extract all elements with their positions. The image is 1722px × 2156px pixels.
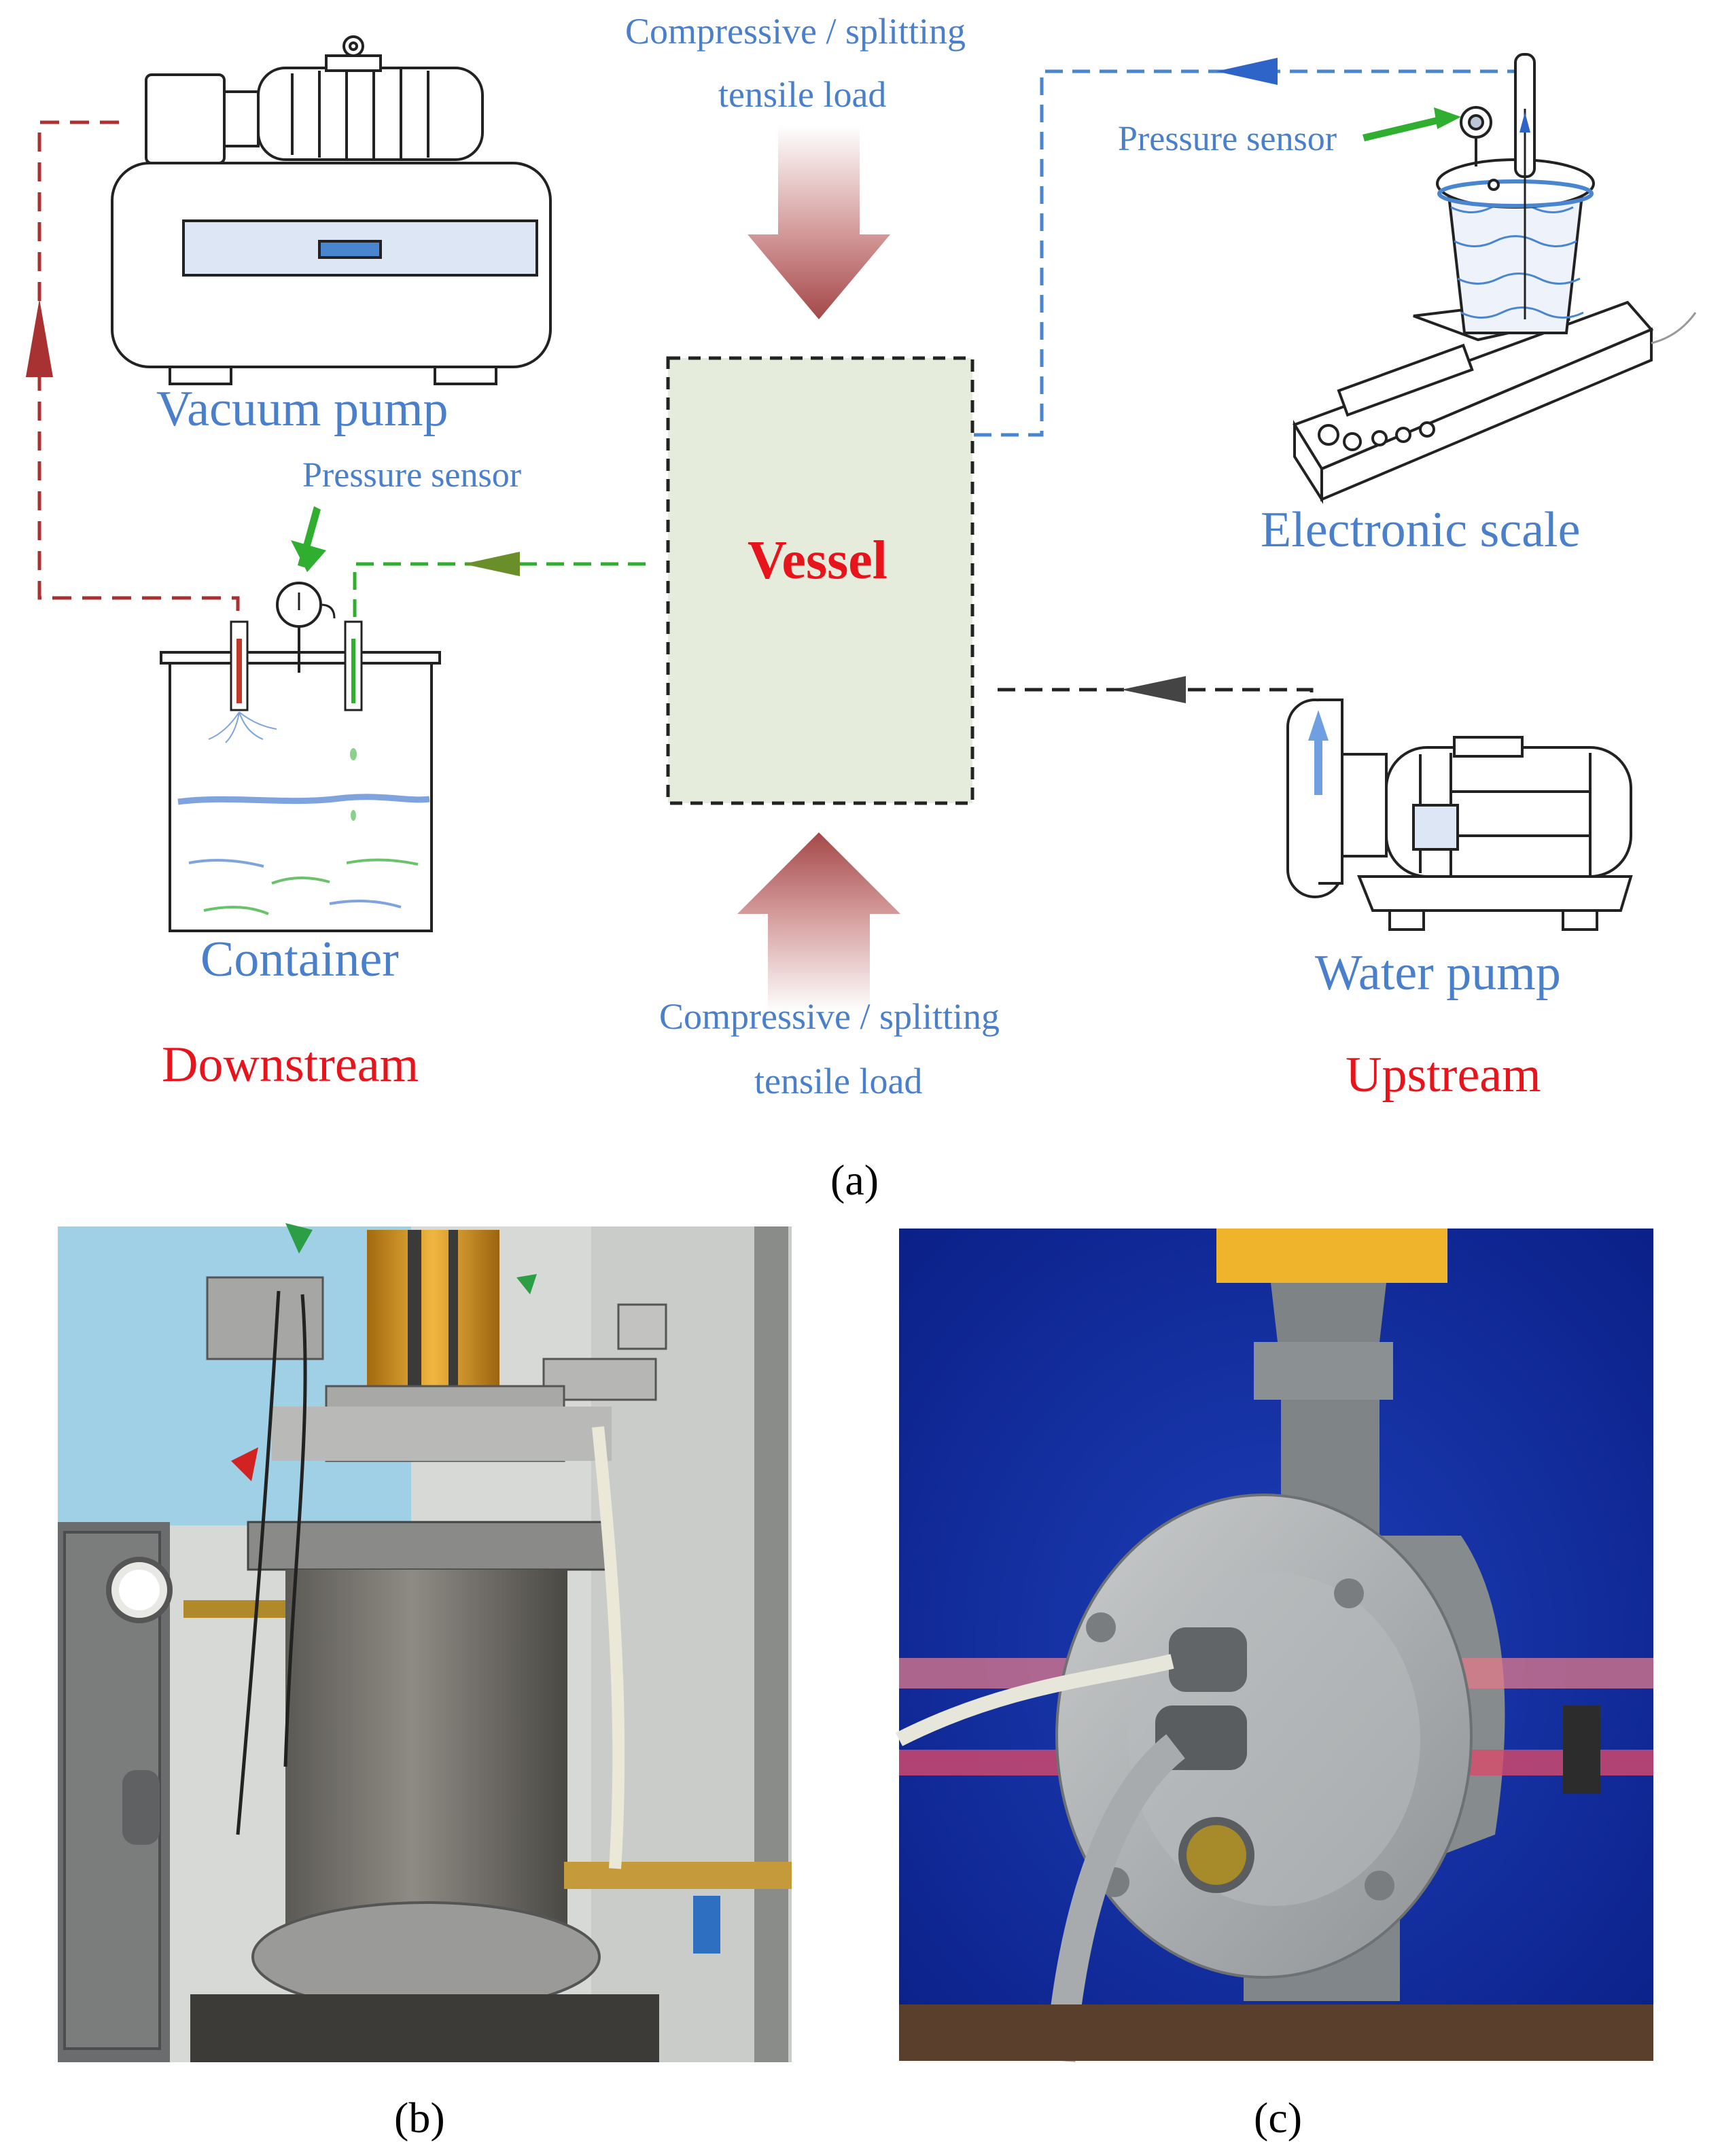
photo-c-vessel-setup xyxy=(896,1229,1653,2062)
left-sensor-pointer-head xyxy=(291,540,326,572)
electronic-scale-label: Electronic scale xyxy=(1261,502,1581,558)
container-line xyxy=(353,562,646,646)
top-load-label-line-1: Compressive / splitting xyxy=(625,11,966,52)
vessel-label: Vessel xyxy=(748,531,888,590)
water-flow-arrow xyxy=(1121,676,1186,703)
caption-a: (a) xyxy=(830,1156,879,1204)
vacuum-pump-label: Vacuum pump xyxy=(156,381,449,437)
container-drawing xyxy=(160,582,441,932)
scale-flow-arrow xyxy=(1216,58,1278,85)
top-load-arrow xyxy=(748,126,890,319)
pressure-sensor-label-right: Pressure sensor xyxy=(1118,120,1337,158)
vacuum-flow-arrow xyxy=(26,299,53,377)
pressure-sensor-label-left: Pressure sensor xyxy=(302,456,522,495)
bottom-load-label-line-2: tensile load xyxy=(754,1061,923,1101)
container-label: Container xyxy=(200,932,399,987)
vacuum-pump-drawing xyxy=(111,35,552,385)
caption-b: (b) xyxy=(394,2093,445,2142)
water-pump-label: Water pump xyxy=(1315,945,1561,1001)
water-pump-drawing xyxy=(1286,699,1633,931)
container-flow-arrow xyxy=(463,552,520,576)
top-load-label-line-2: tensile load xyxy=(718,74,887,115)
downstream-label: Downstream xyxy=(162,1037,419,1093)
bottom-load-label-line-1: Compressive / splitting xyxy=(659,996,1000,1037)
caption-c: (c) xyxy=(1254,2093,1303,2142)
photo-b-vessel-setup xyxy=(58,1223,792,2062)
vessel-box xyxy=(666,356,974,805)
vacuum-line xyxy=(37,120,240,646)
bottom-load-arrow xyxy=(737,832,900,1012)
right-sensor-pointer xyxy=(1363,114,1450,141)
electronic-scale-drawing xyxy=(1293,53,1697,504)
right-sensor-pointer-head xyxy=(1434,107,1461,129)
upstream-label: Upstream xyxy=(1346,1047,1541,1103)
